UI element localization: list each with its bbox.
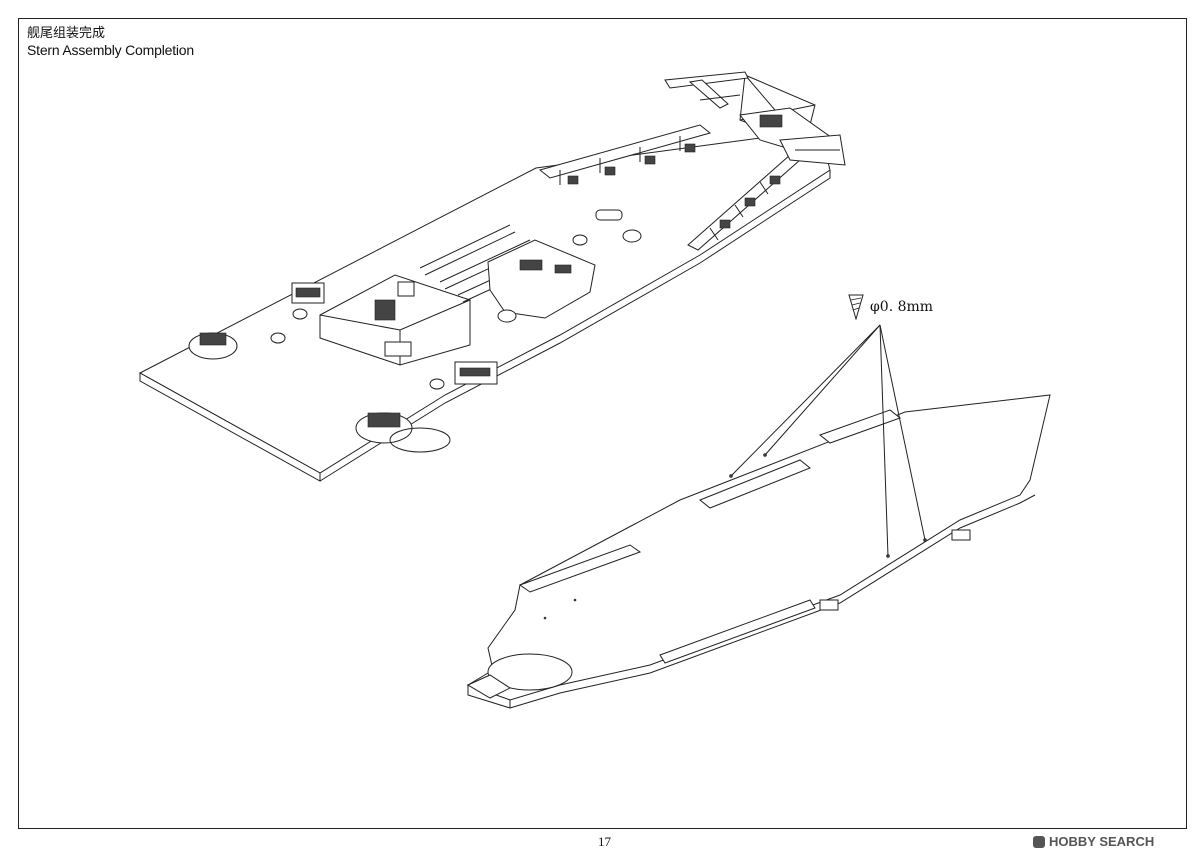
bare-deck-part [466,394,1051,709]
port-crane-rail [538,124,712,185]
step-title-chinese: 舰尾组装完成 [27,26,106,41]
drill-bit-icon [848,294,864,320]
drill-size-label: φ0. 8mm [870,299,934,315]
assembled-stern-deck [138,71,846,482]
seaplane-starboard [779,134,846,166]
seaplane-port [664,71,749,109]
page-border [18,18,1187,829]
page-number: 17 [598,834,611,849]
drill-callout: φ0. 8mm [848,294,933,320]
watermark: HOBBY SEARCH [1033,834,1154,849]
watermark-text: HOBBY SEARCH [1049,834,1155,849]
watermark-logo-icon [1033,835,1045,848]
aft-superstructure [487,239,596,319]
drill-leader-lines [730,324,926,557]
step-title-english: Stern Assembly Completion [27,42,194,58]
